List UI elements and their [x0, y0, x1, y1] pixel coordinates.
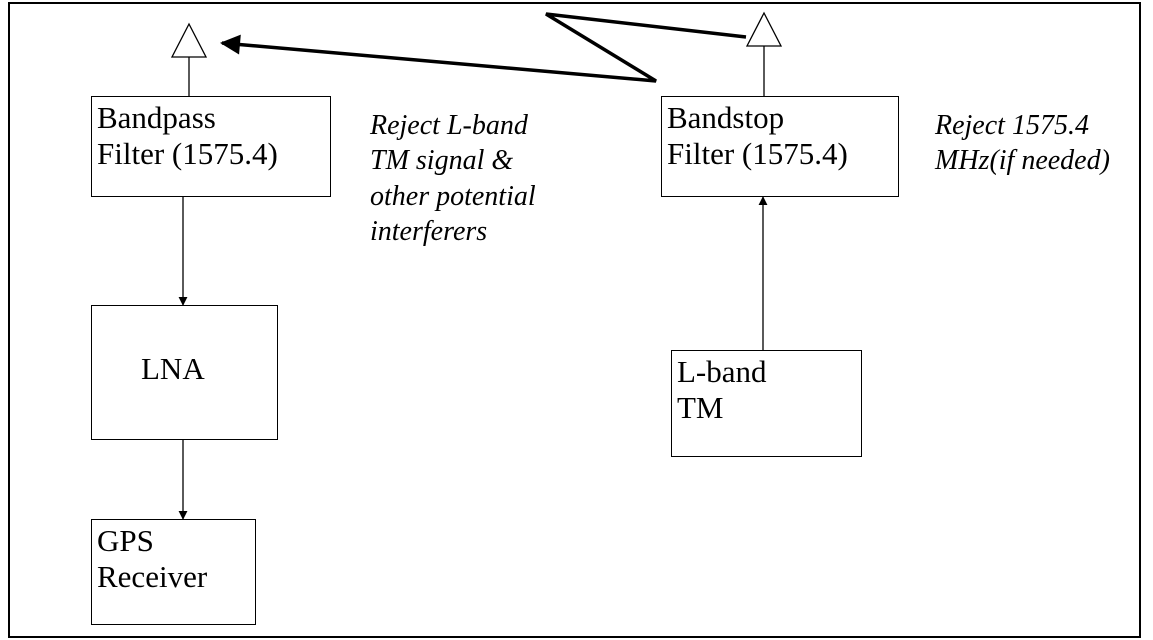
bandpass-filter-label: Bandpass Filter (1575.4): [97, 100, 278, 172]
lband-tm-block: L-band TM: [671, 350, 862, 457]
lna-block: LNA: [91, 305, 278, 440]
diagram-frame: [8, 2, 1141, 638]
signal-path-line: [220, 12, 747, 83]
bandstop-filter-label: Bandstop Filter (1575.4): [667, 100, 848, 172]
antenna-icon-left: [170, 22, 208, 96]
antenna-icon-right: [745, 11, 783, 96]
lband-tm-label: L-band TM: [677, 354, 767, 426]
bandpass-note: Reject L-band TM signal & other potentia…: [370, 110, 536, 247]
gps-receiver-block: GPS Receiver: [91, 519, 256, 625]
gps-receiver-label: GPS Receiver: [97, 523, 208, 595]
bandpass-filter-block: Bandpass Filter (1575.4): [91, 96, 331, 197]
bandstop-filter-block: Bandstop Filter (1575.4): [661, 96, 899, 197]
bandstop-note: Reject 1575.4 MHz(if needed): [935, 110, 1110, 177]
lna-label: LNA: [141, 351, 205, 386]
